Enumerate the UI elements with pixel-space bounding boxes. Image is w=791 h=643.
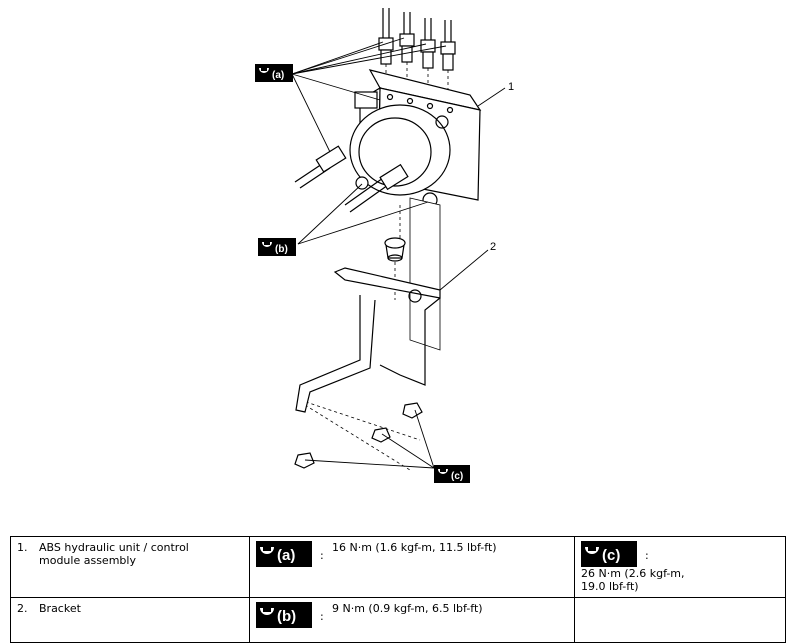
bracket — [295, 267, 441, 413]
torque-value: 9 N·m (0.9 kgf-m, 6.5 lbf-ft) — [332, 602, 483, 615]
svg-text:(c): (c) — [602, 547, 620, 564]
colon: : — [645, 549, 649, 562]
table-row: 1. ABS hydraulic unit / control module as… — [10, 536, 786, 598]
torque-badge-b-icon: (b) — [256, 602, 312, 628]
svg-text:(b): (b) — [275, 244, 288, 255]
torque-badge-a-icon: (a) — [256, 541, 312, 567]
part-number: 2. — [17, 602, 28, 615]
exploded-view-diagram: 1 2 (a) (b) (c) — [255, 8, 514, 483]
callout-part-2: 2 — [490, 241, 496, 253]
empty-cell — [574, 597, 786, 643]
colon: : — [320, 610, 324, 623]
svg-text:(a): (a) — [277, 547, 295, 564]
torque-badge-b: (b) — [258, 238, 296, 256]
part-label: ABS hydraulic unit / control module asse… — [39, 541, 189, 567]
colon: : — [320, 549, 324, 562]
brake-pipes-top — [378, 8, 456, 71]
part-cell: 1. ABS hydraulic unit / control module as… — [10, 536, 250, 598]
parts-torque-table: 1. ABS hydraulic unit / control module as… — [10, 536, 786, 643]
svg-text:(b): (b) — [277, 608, 296, 625]
torque-cell: (a) :16 N·m (1.6 kgf-m, 11.5 lbf-ft) — [249, 536, 575, 598]
torque-cell: (b) :9 N·m (0.9 kgf-m, 6.5 lbf-ft) — [249, 597, 575, 643]
leader-lines — [291, 37, 506, 469]
torque-badge-c-icon: (c) — [581, 541, 637, 567]
torque-cell: (c) : 26 N·m (2.6 kgf-m, 19.0 lbf-ft) — [574, 536, 786, 598]
table-row: 2. Bracket (b) :9 N·m (0.9 kgf-m, 6.5 lbf… — [10, 597, 786, 643]
torque-value: 26 N·m (2.6 kgf-m, 19.0 lbf-ft) — [581, 567, 685, 593]
part-cell: 2. Bracket — [10, 597, 250, 643]
part-number: 1. — [17, 541, 28, 554]
bracket-bolts — [294, 402, 423, 469]
svg-text:(a): (a) — [272, 70, 284, 81]
torque-value: 16 N·m (1.6 kgf-m, 11.5 lbf-ft) — [332, 541, 497, 554]
callout-part-1: 1 — [508, 81, 514, 93]
part-label: Bracket — [39, 602, 81, 615]
brake-pipes-side — [294, 145, 409, 213]
torque-badge-a: (a) — [255, 64, 293, 82]
torque-badge-c: (c) — [434, 465, 470, 483]
abs-hydraulic-unit — [349, 69, 482, 351]
grommet — [384, 237, 406, 262]
svg-text:(c): (c) — [451, 471, 463, 482]
